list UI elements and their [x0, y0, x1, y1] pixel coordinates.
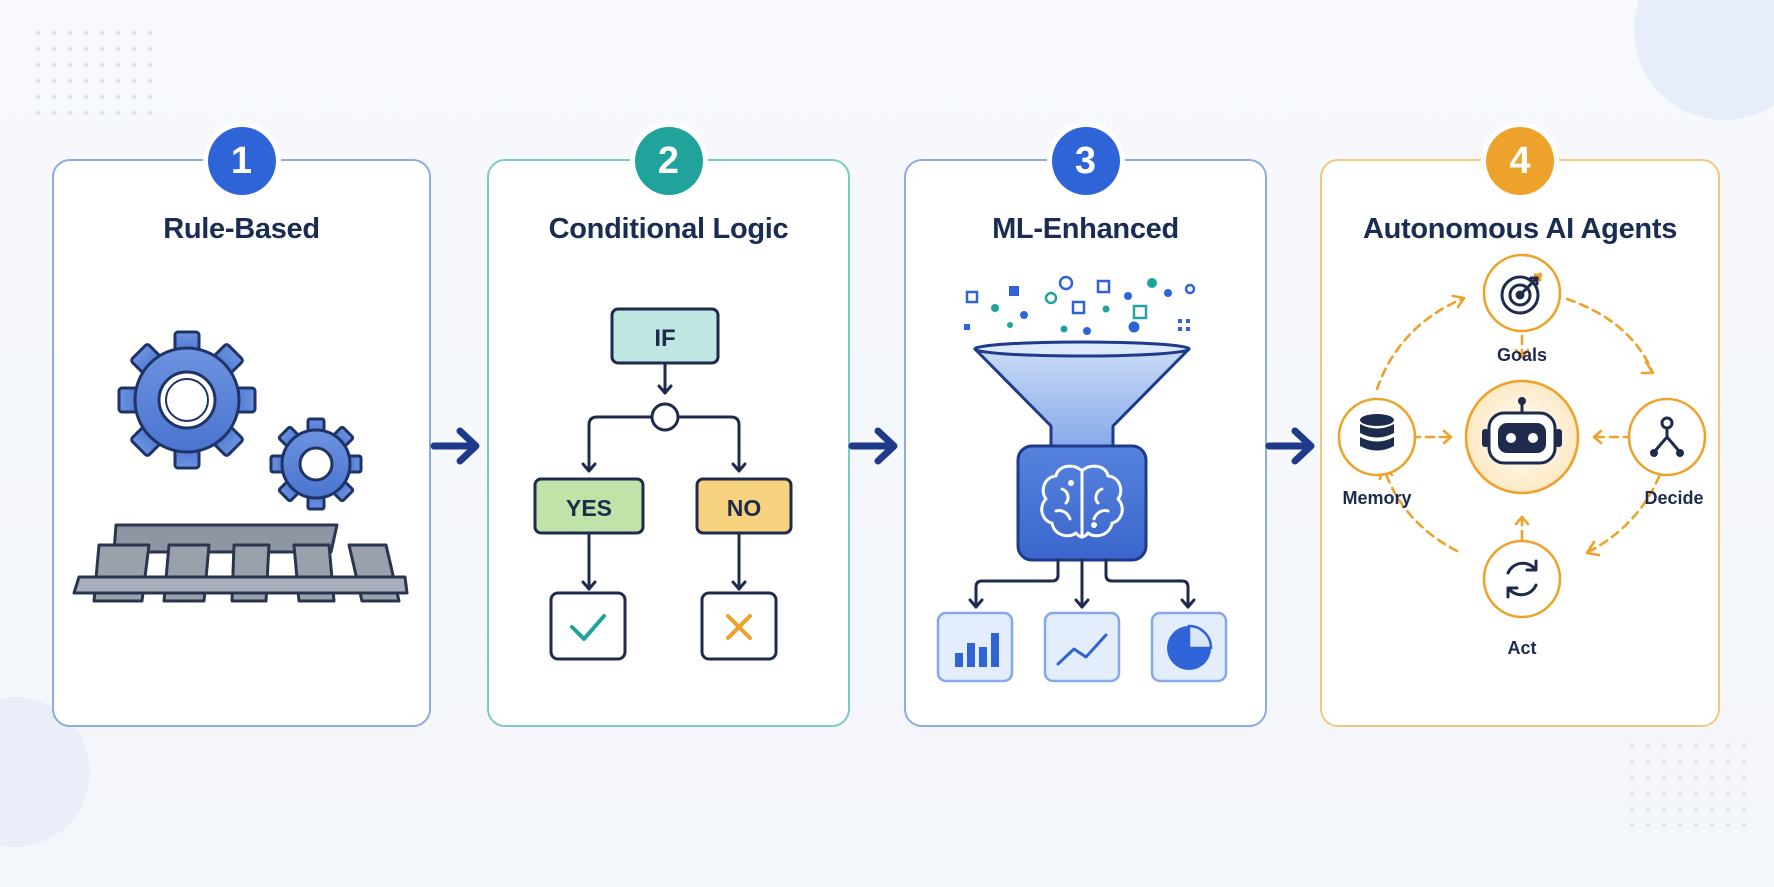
connector-arrow — [848, 427, 898, 465]
branch-icon — [1650, 416, 1684, 457]
svg-text:YES: YES — [566, 495, 612, 521]
agent-cycle-diagram: Goals Memory — [1337, 253, 1707, 658]
stage-number-badge: 2 — [634, 127, 703, 195]
decorative-dot-grid — [30, 25, 160, 115]
refresh-icon — [1506, 559, 1538, 599]
rail-track-icon — [72, 523, 409, 603]
checkmark-icon — [549, 591, 627, 661]
decorative-circle — [1634, 0, 1774, 120]
stage-number-badge: 1 — [207, 127, 276, 195]
svg-text:IF: IF — [654, 325, 675, 352]
data-particles — [964, 275, 1196, 335]
stage-card-ml-enhanced: 3 ML-Enhanced — [904, 127, 1267, 727]
stage-title: Autonomous AI Agents — [1362, 213, 1678, 245]
stage-title: Rule-Based — [163, 213, 320, 245]
connector-arrow — [430, 427, 480, 465]
agent-core-node — [1464, 379, 1580, 495]
no-node: NO — [695, 477, 793, 535]
stage-title: ML-Enhanced — [992, 213, 1179, 245]
target-icon — [1500, 272, 1543, 315]
line-chart-icon — [1043, 611, 1121, 683]
connector-arrow — [1265, 427, 1315, 465]
memory-label: Memory — [1342, 488, 1411, 508]
rule-based-illustration — [72, 330, 409, 603]
funnel-icon — [973, 340, 1191, 453]
decorative-dot-grid — [1624, 737, 1754, 827]
brain-icon — [1016, 444, 1148, 562]
svg-text:NO: NO — [727, 495, 762, 521]
stage-number-badge: 3 — [1051, 127, 1120, 195]
goals-label: Goals — [1497, 345, 1547, 365]
stage-card-rule-based: 1 Rule-Based — [52, 127, 431, 727]
decide-node — [1627, 397, 1707, 477]
bar-chart-icon — [936, 611, 1014, 683]
pie-chart-icon — [1150, 611, 1228, 683]
cross-icon — [700, 591, 778, 661]
decide-label: Decide — [1644, 488, 1703, 508]
stage-number-badge: 4 — [1486, 127, 1554, 195]
stage-card-conditional-logic: 2 Conditional Logic IF YES NO — [487, 127, 850, 727]
ml-pipeline-illustration — [936, 275, 1228, 683]
decision-node — [650, 402, 680, 432]
act-label: Act — [1507, 638, 1536, 658]
gear-icon — [117, 330, 257, 470]
stage-title: Conditional Logic — [548, 213, 789, 245]
robot-icon — [1482, 397, 1562, 465]
gear-icon — [269, 417, 363, 511]
decision-flowchart: IF YES NO — [533, 307, 793, 661]
act-node — [1482, 539, 1562, 619]
if-node: IF — [610, 307, 720, 365]
stage-card-autonomous-ai-agents: 4 Autonomous AI Agents — [1320, 127, 1720, 727]
database-icon — [1360, 414, 1394, 451]
yes-node: YES — [533, 477, 645, 535]
memory-node — [1337, 397, 1417, 477]
goals-node — [1482, 253, 1562, 333]
